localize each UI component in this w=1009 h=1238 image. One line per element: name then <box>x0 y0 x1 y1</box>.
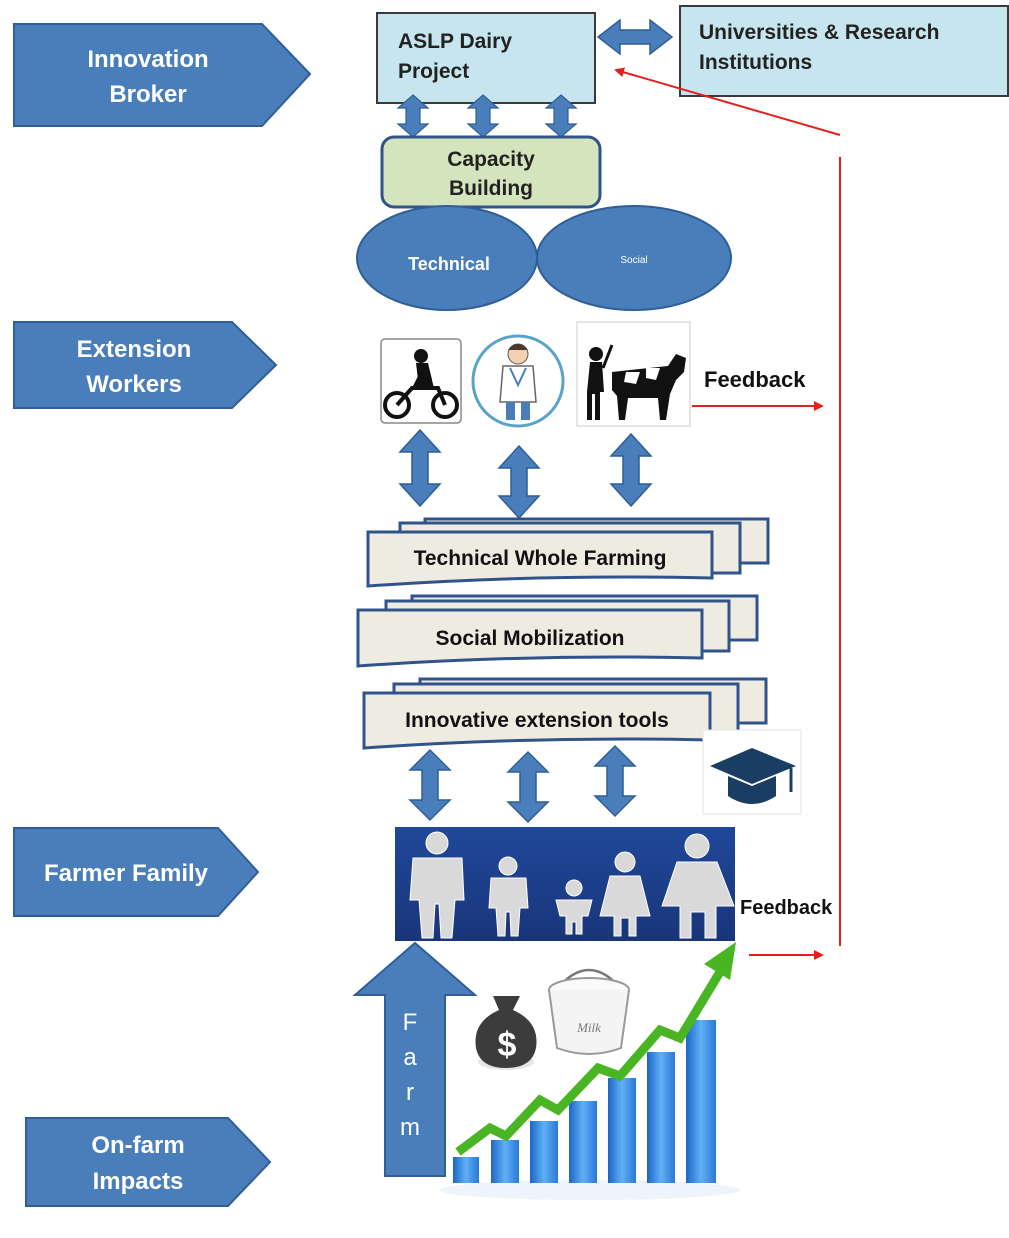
money-symbol: $ <box>498 1026 517 1064</box>
feedback-loop-line <box>614 67 841 946</box>
side-label-line1: Farmer Family <box>44 860 209 887</box>
social-oval-label: Social <box>620 255 647 266</box>
side-label-line1: Innovation <box>87 46 208 73</box>
farm-letter: r <box>406 1079 414 1106</box>
side-label-extension-workers: Extension Workers <box>13 321 278 409</box>
stack-label: Social Mobilization <box>435 627 624 650</box>
feedback-label-lower: Feedback <box>740 897 833 919</box>
stack-label: Innovative extension tools <box>405 709 669 732</box>
aslp-dairy-project-box: ASLP Dairy Project <box>376 12 596 104</box>
side-label-line1: On-farm <box>91 1132 184 1159</box>
side-label-line1: Extension <box>77 336 192 363</box>
farm-up-arrow: F a r m <box>352 941 478 1177</box>
side-label-line2: Impacts <box>93 1168 184 1195</box>
family-icon <box>395 827 735 941</box>
universities-line2: Institutions <box>699 51 812 74</box>
growth-bar-chart-icon <box>440 942 740 1200</box>
technical-oval-label: Technical <box>408 254 490 274</box>
aslp-capacity-arrows <box>396 94 578 138</box>
farm-letter: m <box>400 1114 420 1141</box>
stack-social-mobilization: Social Mobilization <box>356 594 759 668</box>
universities-line1: Universities & Research <box>699 21 939 44</box>
tools-family-arrows <box>408 744 637 824</box>
stack-label: Technical Whole Farming <box>414 547 667 570</box>
farmer-with-cow-icon <box>576 321 691 427</box>
side-label-farmer-family: Farmer Family <box>13 827 260 917</box>
feedback-label-upper: Feedback <box>704 367 806 392</box>
side-label-innovation-broker: Innovation Broker <box>13 23 312 127</box>
money-bag-icon: $ <box>475 996 537 1070</box>
aslp-universities-double-arrow <box>596 18 674 56</box>
side-label-line2: Broker <box>109 81 186 108</box>
stack-innovative-extension-tools: Innovative extension tools <box>362 677 768 750</box>
capacity-line2: Building <box>449 177 533 200</box>
milk-label: Milk <box>576 1020 601 1035</box>
aslp-line1: ASLP Dairy <box>398 30 512 53</box>
side-label-line2: Workers <box>86 371 182 398</box>
stack-technical-whole-farming: Technical Whole Farming <box>366 517 770 588</box>
veterinarian-icon <box>471 334 565 428</box>
aslp-line2: Project <box>398 60 469 83</box>
capacity-line1: Capacity <box>447 148 535 171</box>
farm-letter: F <box>403 1009 418 1036</box>
technical-oval: Technical <box>356 205 538 311</box>
social-oval: Social <box>536 205 732 311</box>
workers-programs-arrows <box>398 428 653 520</box>
side-label-on-farm-impacts: On-farm Impacts <box>25 1117 272 1207</box>
motorcycle-rider-icon <box>380 338 462 424</box>
capacity-building-box: Capacity Building <box>380 135 602 209</box>
graduation-cap-icon <box>702 729 802 815</box>
farm-letter: a <box>403 1044 417 1071</box>
milk-bucket-icon: Milk <box>548 968 630 1055</box>
universities-box: Universities & Research Institutions <box>679 5 1009 97</box>
